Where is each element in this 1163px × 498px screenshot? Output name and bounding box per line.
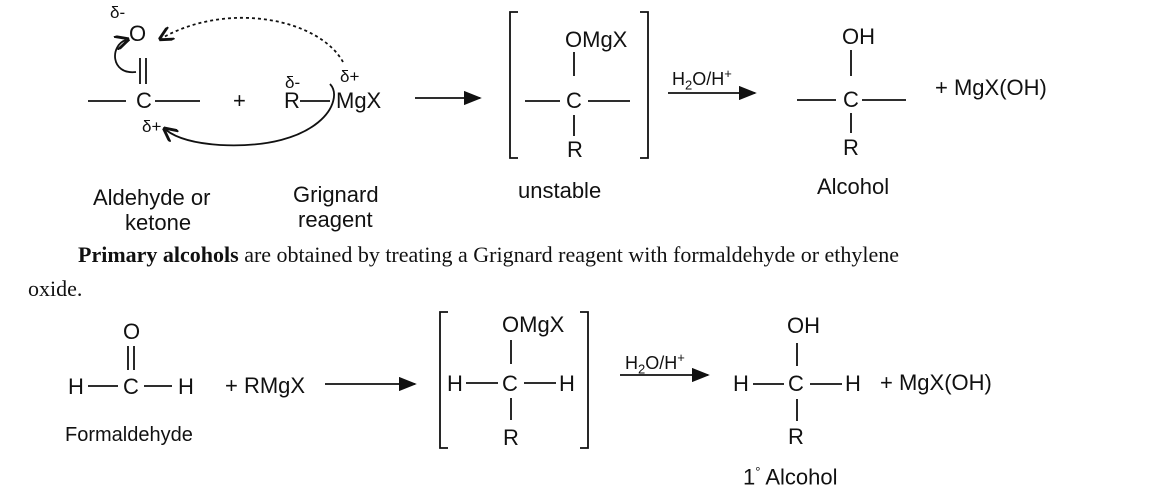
label-alcohol: Alcohol bbox=[817, 174, 890, 199]
intermediate-omgx: OMgX bbox=[502, 312, 565, 337]
hydrogen-right: H bbox=[178, 374, 194, 399]
mgx-group: MgX bbox=[336, 88, 382, 113]
reagent-label: H2O/H+ bbox=[672, 66, 732, 93]
partial-charge-positive: δ+ bbox=[340, 67, 360, 86]
product-r: R bbox=[843, 135, 859, 160]
carbonyl-carbon: C bbox=[136, 88, 152, 113]
intermediate-h-left: H bbox=[447, 371, 463, 396]
product-carbon: C bbox=[788, 371, 804, 396]
product-h-left: H bbox=[733, 371, 749, 396]
partial-charge-negative: δ- bbox=[285, 73, 301, 92]
byproduct: + MgX(OH) bbox=[935, 75, 1047, 100]
intermediate-r: R bbox=[567, 137, 583, 162]
product-oh: OH bbox=[787, 313, 820, 338]
label-unstable: unstable bbox=[518, 178, 602, 203]
plus-rmgx: + RMgX bbox=[225, 373, 306, 398]
label-primary-alcohol: 1° Alcohol bbox=[743, 464, 838, 490]
product-h-right: H bbox=[845, 371, 861, 396]
reagent-label: H2O/H+ bbox=[625, 350, 685, 377]
intermediate-omgx: OMgX bbox=[565, 27, 628, 52]
r-group: R bbox=[284, 88, 300, 113]
oxygen-atom: O bbox=[123, 319, 141, 344]
paragraph-line-2: oxide. bbox=[28, 276, 83, 301]
paragraph-line-1: Primary alcohols are obtained by treatin… bbox=[78, 242, 900, 267]
carbon-atom: C bbox=[123, 374, 139, 399]
label-reagent: reagent bbox=[298, 207, 373, 232]
partial-charge-negative: δ- bbox=[110, 3, 126, 22]
intermediate-h-right: H bbox=[559, 371, 575, 396]
label-aldehyde-or: Aldehyde or bbox=[93, 185, 211, 210]
label-ketone: ketone bbox=[125, 210, 192, 235]
product-carbon: C bbox=[843, 87, 859, 112]
partial-charge-positive: δ+ bbox=[142, 117, 162, 136]
intermediate-carbon: C bbox=[566, 88, 582, 113]
plus-sign: + bbox=[233, 88, 246, 113]
intermediate-carbon: C bbox=[502, 371, 518, 396]
byproduct: + MgX(OH) bbox=[880, 370, 992, 395]
product-r: R bbox=[788, 424, 804, 449]
hydrogen-left: H bbox=[68, 374, 84, 399]
label-grignard: Grignard bbox=[293, 182, 379, 207]
product-oh: OH bbox=[842, 24, 875, 49]
intermediate-r: R bbox=[503, 425, 519, 450]
oxygen-atom: O bbox=[129, 21, 147, 46]
label-formaldehyde: Formaldehyde bbox=[65, 424, 193, 446]
